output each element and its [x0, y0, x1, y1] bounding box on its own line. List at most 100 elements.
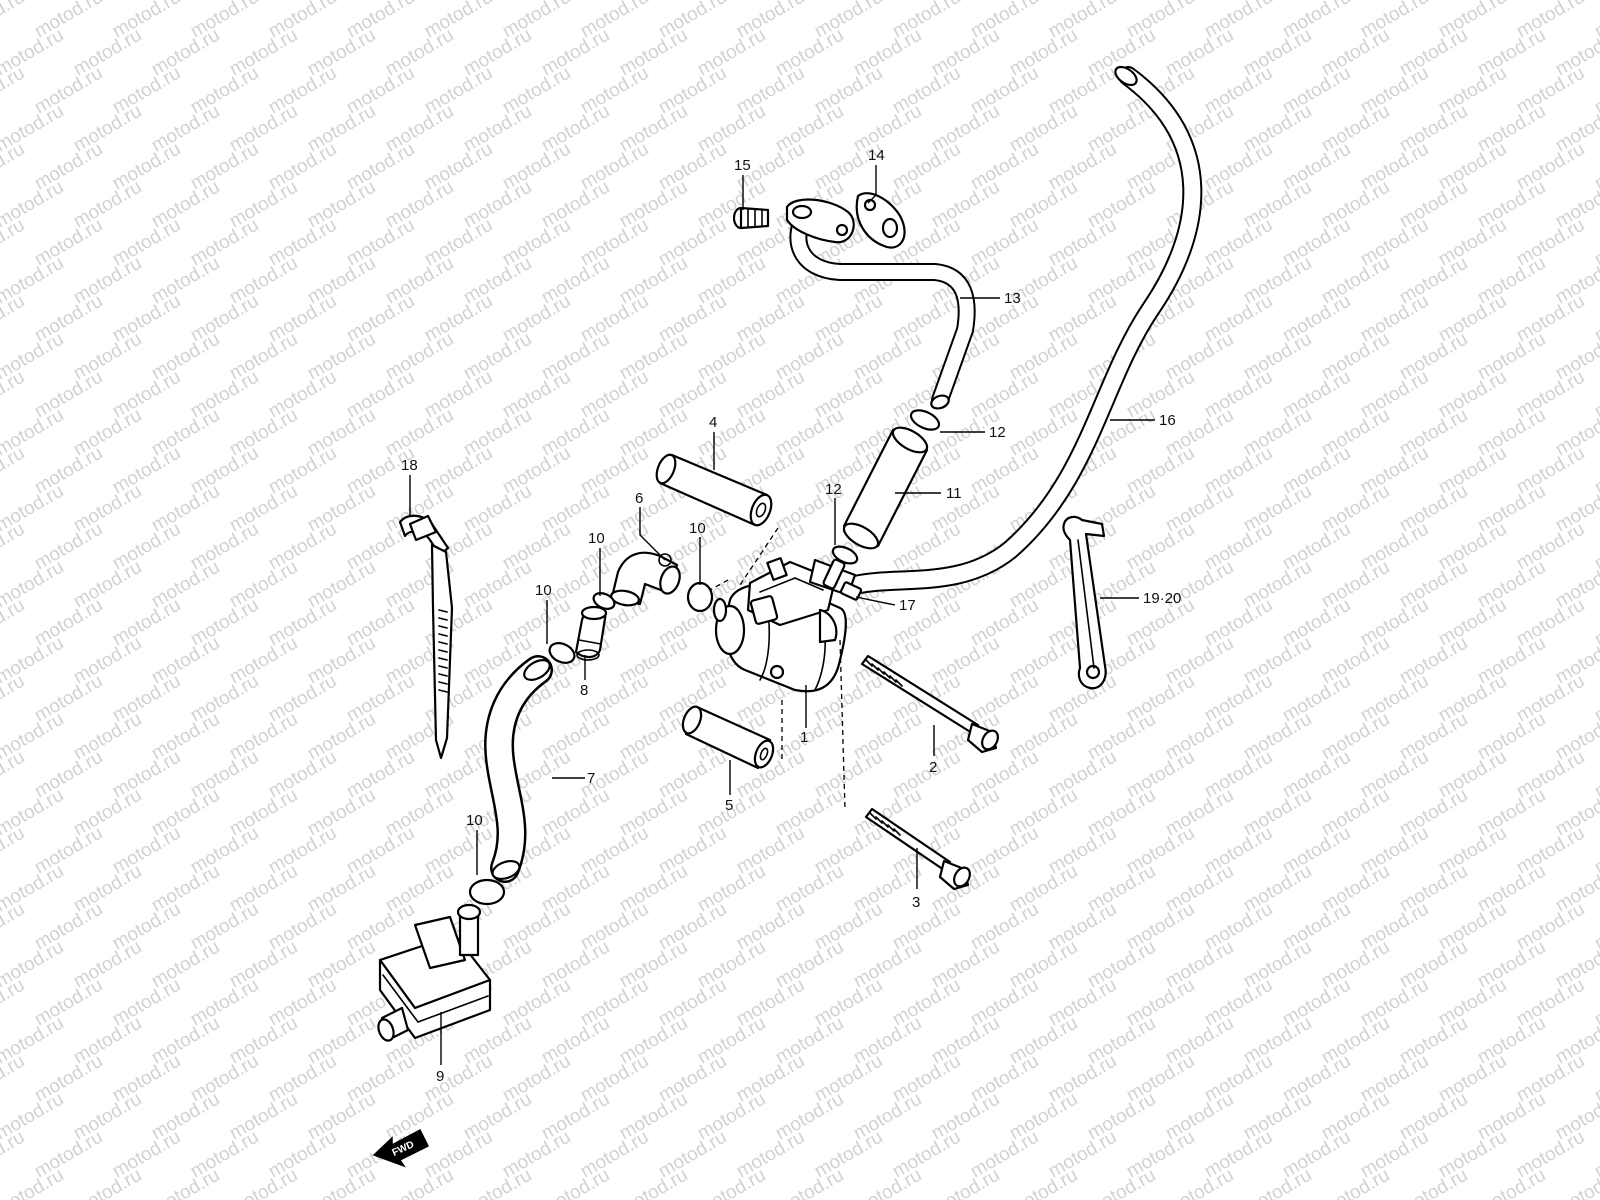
- valve-body-1: [712, 557, 857, 693]
- watermark-text: motod.ru: [1591, 291, 1600, 347]
- watermark-text: motod.ru: [0, 899, 28, 955]
- watermark-text: motod.ru: [1006, 1165, 1081, 1200]
- watermark-text: motod.ru: [1396, 1165, 1471, 1200]
- clamp-10-a: [548, 642, 576, 664]
- bolt-15: [732, 206, 770, 230]
- watermark-text: motod.ru: [1591, 139, 1600, 195]
- callout-14: 14: [868, 147, 885, 164]
- watermark-text: motod.ru: [1318, 1165, 1393, 1200]
- watermark-text: motod.ru: [1591, 975, 1600, 1031]
- callout-10-b: 10: [588, 530, 605, 547]
- watermark-text: motod.ru: [1591, 595, 1600, 651]
- callout-11: 11: [946, 485, 962, 502]
- watermark-text: motod.ru: [1591, 823, 1600, 879]
- bolt-3: [864, 807, 971, 891]
- callout-9: 9: [436, 1068, 444, 1085]
- callout-2: 2: [929, 759, 937, 776]
- callout-18: 18: [401, 457, 418, 474]
- watermark-text: motod.ru: [1240, 1165, 1315, 1200]
- watermark-text: motod.ru: [1591, 215, 1600, 271]
- hose-4: [655, 453, 773, 527]
- watermark-text: motod.ru: [928, 1165, 1003, 1200]
- watermark-text: motod.ru: [1591, 519, 1600, 575]
- clamp-10-c: [686, 581, 714, 613]
- callout-12-a: 12: [989, 424, 1006, 441]
- hose-11: [842, 426, 929, 550]
- clamp-10-d: [468, 878, 506, 906]
- clamp-10-b: [592, 592, 616, 610]
- watermark-text: motod.ru: [382, 1165, 457, 1200]
- callout-12-b: 12: [825, 481, 842, 498]
- watermark-text: motod.ru: [0, 1127, 28, 1183]
- watermark-text: motod.ru: [0, 595, 28, 651]
- filter-9: [377, 903, 492, 1042]
- watermark-text: motod.ru: [0, 975, 28, 1031]
- hose-7: [484, 655, 553, 883]
- callout-1: 1: [800, 729, 808, 746]
- callout-10-a: 10: [535, 582, 552, 599]
- watermark-text: motod.ru: [0, 519, 28, 575]
- watermark-text: motod.ru: [1591, 1051, 1600, 1107]
- watermark-text: motod.ru: [0, 63, 28, 119]
- watermark-text: motod.ru: [226, 1165, 301, 1200]
- callout-5: 5: [725, 797, 733, 814]
- watermark-text: motod.ru: [616, 1165, 691, 1200]
- callout-16: 16: [1159, 412, 1176, 429]
- callout-10-d: 10: [466, 812, 483, 829]
- callout-8: 8: [580, 682, 588, 699]
- watermark-text: motod.ru: [1591, 443, 1600, 499]
- watermark-text: motod.ru: [0, 367, 28, 423]
- watermark-text: motod.ru: [1591, 0, 1600, 42]
- watermark-text: motod.ru: [460, 1165, 535, 1200]
- gasket-14: [855, 192, 906, 249]
- watermark-text: motod.ru: [304, 1165, 379, 1200]
- callout-7: 7: [587, 770, 595, 787]
- callout-13: 13: [1004, 290, 1021, 307]
- watermark-text: motod.ru: [0, 291, 28, 347]
- watermark-text: motod.ru: [850, 1165, 925, 1200]
- watermark-text: motod.ru: [0, 443, 28, 499]
- watermark-text: motod.ru: [0, 823, 28, 879]
- callout-15: 15: [734, 157, 751, 174]
- clamp-12-upper: [909, 409, 941, 431]
- cable-tie-18: [398, 514, 454, 760]
- watermark-text: motod.ru: [1591, 899, 1600, 955]
- fitting-8: [574, 605, 608, 661]
- fwd-arrow-icon: FWD: [372, 1128, 430, 1168]
- watermark-text: motod.ru: [0, 1051, 28, 1107]
- bolt-2: [860, 654, 999, 754]
- callout-17: 17: [899, 597, 916, 614]
- callout-3: 3: [912, 894, 920, 911]
- callout-labels: 1 2 3 4 5 6 7 8 9 10 10 10 10 11 12 12 1…: [401, 147, 1181, 1085]
- watermark-text: motod.ru: [0, 747, 28, 803]
- watermark-text: motod.ru: [1591, 671, 1600, 727]
- watermark-text: motod.ru: [70, 1165, 145, 1200]
- bracket-19-20: [1062, 515, 1107, 690]
- watermark-text: motod.ru: [1474, 1165, 1549, 1200]
- watermark-text: motod.ru: [148, 1165, 223, 1200]
- watermark-text: motod.ru: [538, 1165, 613, 1200]
- leader-lines: [409, 165, 1155, 1065]
- pipe-13: [785, 198, 976, 410]
- watermark-text: motod.ru: [1162, 1165, 1237, 1200]
- watermark-text: motod.ru: [1552, 1165, 1600, 1200]
- watermark-text: motod.ru: [1084, 1165, 1159, 1200]
- elbow-6: [610, 551, 681, 607]
- callout-4: 4: [709, 414, 717, 431]
- watermark-text: motod.ru: [772, 1165, 847, 1200]
- alignment-lines: [709, 527, 846, 811]
- watermark-text: motod.ru: [1591, 1127, 1600, 1183]
- watermark-text: motod.ru: [694, 1165, 769, 1200]
- watermark-text: motod.ru: [1591, 63, 1600, 119]
- watermark-text: motod.ru: [0, 671, 28, 727]
- watermark-text: motod.ru: [0, 139, 28, 195]
- callout-10-c: 10: [689, 520, 706, 537]
- watermark-text: motod.ru: [1591, 747, 1600, 803]
- callout-19-20: 19·20: [1143, 590, 1181, 607]
- watermark-text: motod.ru: [1591, 367, 1600, 423]
- callout-6: 6: [635, 490, 643, 507]
- watermark-text: motod.ru: [0, 215, 28, 271]
- watermark-text: motod.ru: [0, 0, 28, 42]
- clip-17: [839, 581, 863, 601]
